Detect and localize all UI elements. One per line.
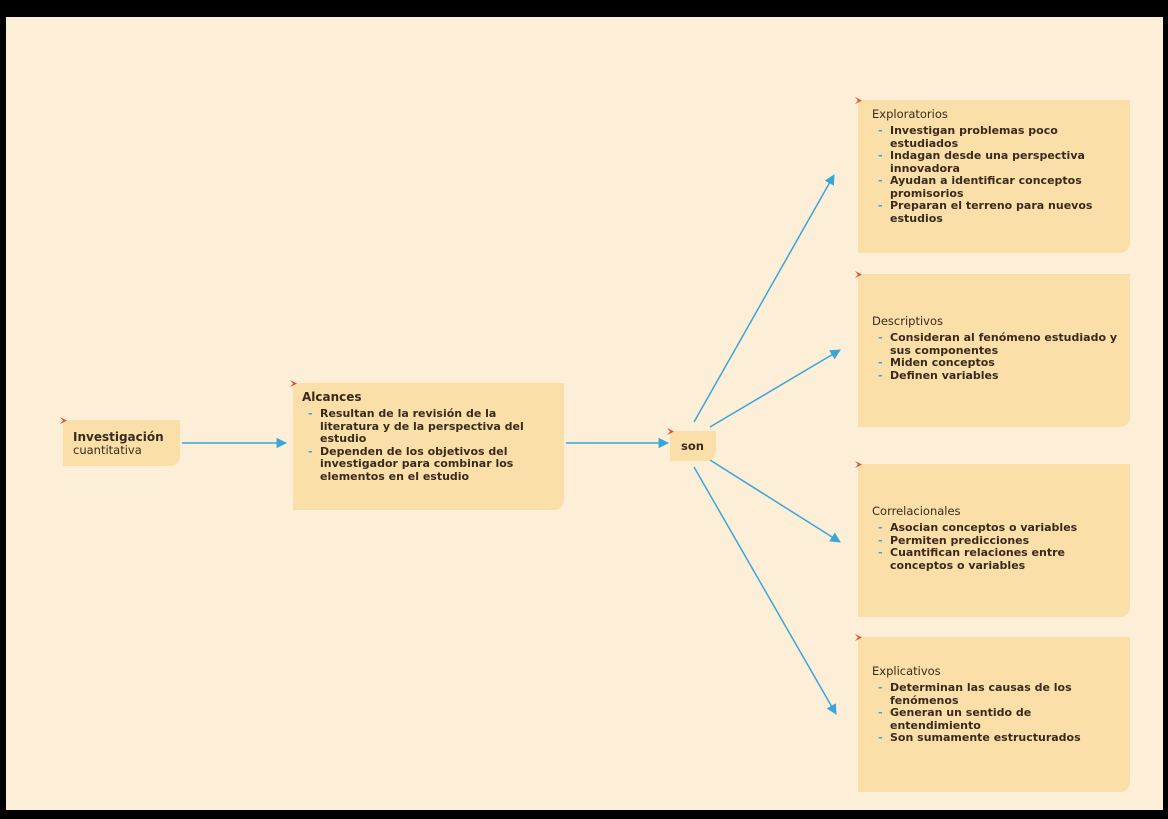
list-item: Son sumamente estructurados bbox=[872, 731, 1120, 745]
correlacionales-title: Correlacionales bbox=[872, 504, 961, 518]
list-item: Resultan de la revisión de la literatura… bbox=[302, 407, 554, 446]
connector-node: son bbox=[667, 428, 716, 461]
list-item: Preparan el terreno para nuevos estudios bbox=[872, 199, 1120, 225]
exploratorios-list: Investigan problemas poco estudiados Ind… bbox=[872, 124, 1120, 225]
alcances-node: Alcances Resultan de la revisión de la l… bbox=[290, 380, 564, 510]
tab-marker-icon bbox=[59, 416, 68, 425]
arrow-son-to-explicativos bbox=[693, 466, 837, 715]
list-item: Dependen de los objetivos del investigad… bbox=[302, 445, 554, 484]
correlacionales-node: Correlacionales Asocian conceptos o vari… bbox=[855, 461, 1130, 617]
tab-marker-icon bbox=[854, 460, 863, 469]
tab-marker-icon bbox=[854, 96, 863, 105]
descriptivos-node: Descriptivos Consideran al fenómeno estu… bbox=[855, 271, 1130, 427]
arrow-son-to-descriptivos bbox=[709, 349, 841, 428]
descriptivos-list: Consideran al fenómeno estudiado y sus c… bbox=[872, 331, 1120, 383]
arrow-son-to-exploratorios bbox=[693, 174, 835, 423]
tab-marker-icon bbox=[666, 427, 675, 436]
root-title: Investigación bbox=[73, 430, 164, 444]
correlacionales-list: Asocian conceptos o variables Permiten p… bbox=[872, 521, 1120, 572]
diagram-canvas: Investigación cuantitativa Alcances Resu… bbox=[6, 17, 1163, 810]
descriptivos-title: Descriptivos bbox=[872, 314, 944, 328]
list-item: Generan un sentido de entendimiento bbox=[872, 706, 1120, 732]
exploratorios-node: Exploratorios Investigan problemas poco … bbox=[855, 97, 1130, 253]
exploratorios-title: Exploratorios bbox=[872, 107, 948, 121]
root-subtitle: cuantitativa bbox=[73, 443, 142, 457]
explicativos-node: Explicativos Determinan las causas de lo… bbox=[855, 634, 1130, 792]
explicativos-title: Explicativos bbox=[872, 664, 941, 678]
list-item: Consideran al fenómeno estudiado y sus c… bbox=[872, 331, 1120, 357]
list-item: Cuantifican relaciones entre conceptos o… bbox=[872, 546, 1120, 572]
list-item: Permiten predicciones bbox=[872, 534, 1120, 548]
list-item: Asocian conceptos o variables bbox=[872, 521, 1120, 535]
list-item: Investigan problemas poco estudiados bbox=[872, 124, 1120, 150]
arrows-layer bbox=[182, 174, 841, 715]
arrow-son-to-correlacionales bbox=[709, 459, 841, 543]
list-item: Definen variables bbox=[872, 369, 1120, 383]
explicativos-list: Determinan las causas de los fenómenos G… bbox=[872, 681, 1120, 745]
list-item: Miden conceptos bbox=[872, 356, 1120, 370]
alcances-list: Resultan de la revisión de la literatura… bbox=[302, 407, 554, 484]
list-item: Determinan las causas de los fenómenos bbox=[872, 681, 1120, 707]
tab-marker-icon bbox=[854, 633, 863, 642]
tab-marker-icon bbox=[289, 379, 298, 388]
alcances-title: Alcances bbox=[302, 390, 362, 404]
tab-marker-icon bbox=[854, 270, 863, 279]
connector-label: son bbox=[681, 439, 704, 453]
list-item: Indagan desde una perspectiva innovadora bbox=[872, 149, 1120, 175]
list-item: Ayudan a identificar conceptos promisori… bbox=[872, 174, 1120, 200]
root-node: Investigación cuantitativa bbox=[60, 417, 180, 466]
